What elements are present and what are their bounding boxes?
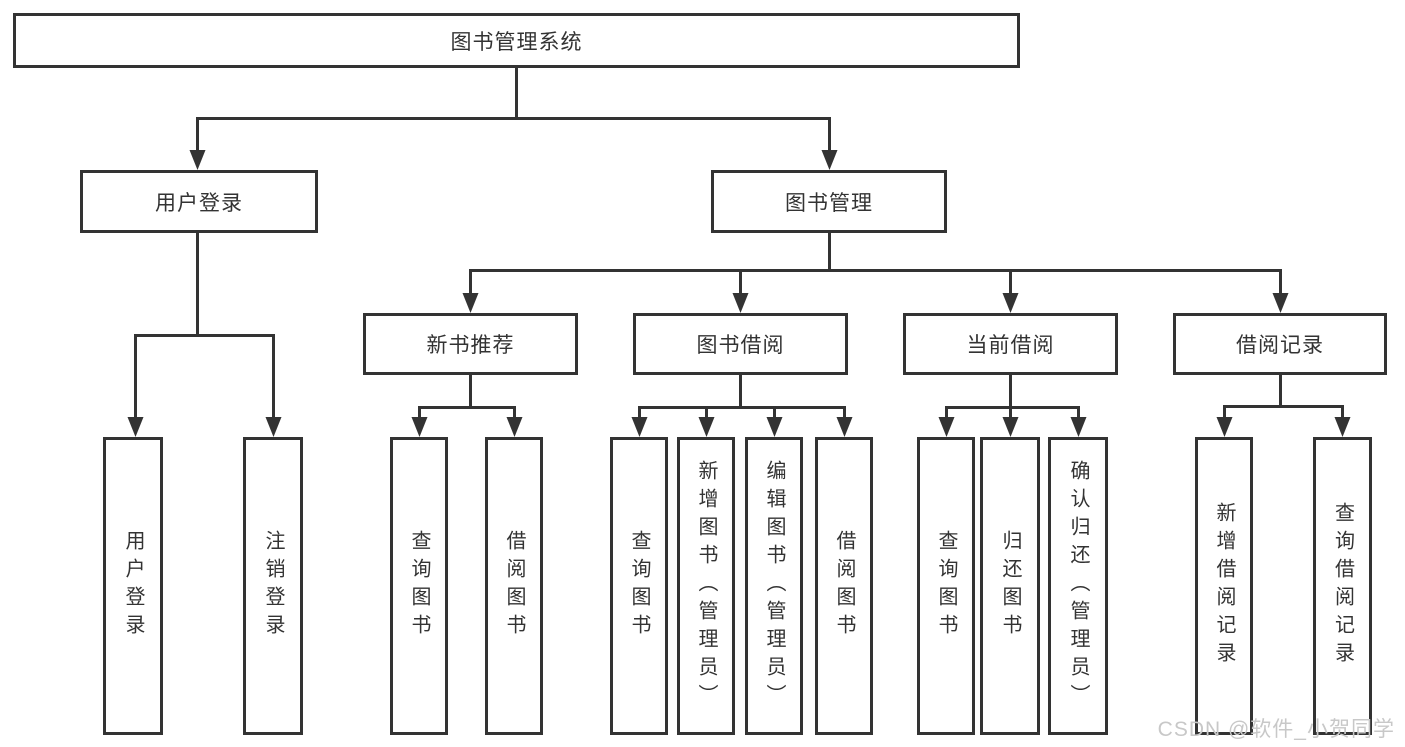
node-book-management: 图书管理	[711, 170, 947, 233]
node-leaf-user-login: 用户登录	[103, 437, 163, 735]
node-leaf-edit-book-admin: 编辑图书（管理员）	[745, 437, 803, 735]
node-root: 图书管理系统	[13, 13, 1020, 68]
node-leaf-add-book-admin: 新增图书（管理员）	[677, 437, 735, 735]
node-borrow-records: 借阅记录	[1173, 313, 1387, 375]
node-leaf-logout-login: 注销登录	[243, 437, 303, 735]
node-leaf-query-book-recommend: 查询图书	[390, 437, 448, 735]
node-new-book-recommend: 新书推荐	[363, 313, 578, 375]
node-leaf-add-borrow-record: 新增借阅记录	[1195, 437, 1253, 735]
node-current-borrow: 当前借阅	[903, 313, 1118, 375]
node-leaf-query-book-borrow: 查询图书	[610, 437, 668, 735]
node-leaf-query-borrow-record: 查询借阅记录	[1313, 437, 1372, 735]
node-leaf-query-book-current: 查询图书	[917, 437, 975, 735]
node-leaf-borrow-book: 借阅图书	[815, 437, 873, 735]
csdn-watermark: CSDN @软件_小贺同学	[1157, 718, 1395, 741]
node-leaf-confirm-return-admin: 确认归还（管理员）	[1048, 437, 1108, 735]
node-user-login: 用户登录	[80, 170, 318, 233]
node-leaf-borrow-book-recommend: 借阅图书	[485, 437, 543, 735]
node-book-borrow: 图书借阅	[633, 313, 848, 375]
node-leaf-return-book: 归还图书	[980, 437, 1040, 735]
